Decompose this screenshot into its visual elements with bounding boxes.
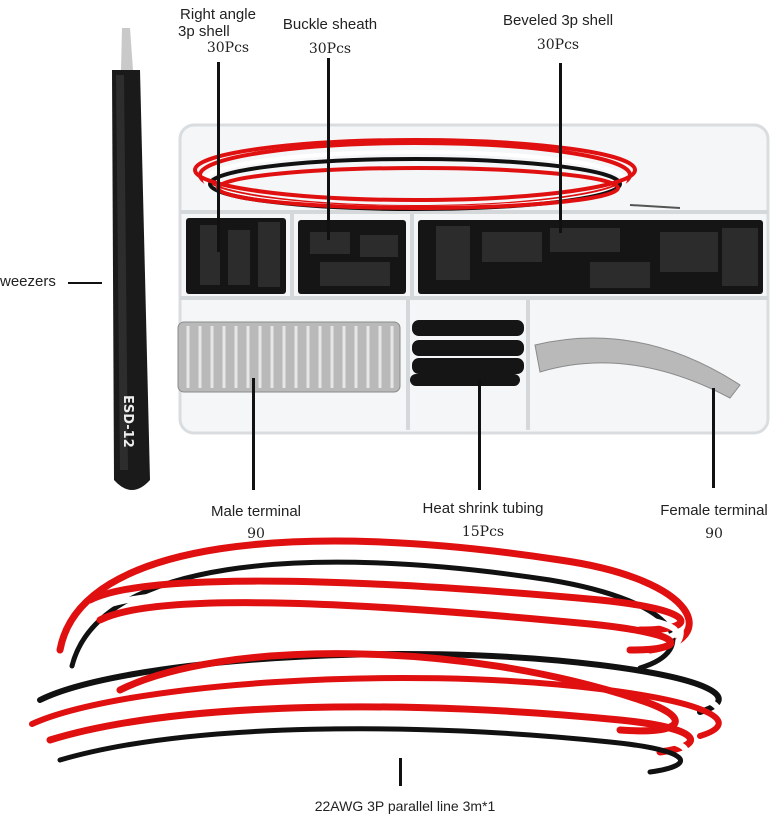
label-beveled: Beveled 3p shell 30Pcs	[488, 12, 628, 54]
buckle-title: Buckle sheath	[282, 16, 378, 33]
leader-heat-shrink	[478, 380, 481, 490]
right-angle-subtitle: 3p shell	[178, 23, 230, 40]
heat-shrink-count: 15Pcs	[461, 524, 505, 540]
storage-box-image	[177, 123, 770, 435]
leader-tweezers	[68, 282, 102, 284]
tweezers-label: weezers	[0, 273, 56, 290]
right-angle-title: Right angle	[180, 6, 256, 23]
label-right-angle: Right angle 3p shell 30Pcs	[168, 6, 268, 57]
label-male: Male terminal 90	[198, 503, 314, 543]
female-title: Female terminal	[660, 502, 768, 519]
leader-male	[252, 378, 255, 490]
tweezers-marking: ESD-12	[120, 395, 135, 448]
wire-bundle-image	[29, 537, 722, 775]
tweezers-image: ESD-12	[112, 28, 150, 490]
beveled-title: Beveled 3p shell	[502, 12, 614, 29]
female-count: 90	[705, 526, 723, 542]
leader-buckle	[327, 58, 330, 240]
beveled-count: 30Pcs	[536, 37, 580, 53]
male-title: Male terminal	[210, 503, 302, 520]
label-buckle: Buckle sheath 30Pcs	[270, 16, 390, 58]
male-count: 90	[247, 526, 265, 542]
leader-wire	[399, 758, 402, 786]
leader-beveled	[559, 63, 562, 233]
buckle-count: 30Pcs	[308, 41, 352, 57]
right-angle-count: 30Pcs	[206, 40, 250, 56]
label-heat-shrink: Heat shrink tubing 15Pcs	[408, 500, 558, 541]
leader-right-angle	[217, 62, 220, 252]
label-female: Female terminal 90	[648, 502, 780, 543]
wire-title: 22AWG 3P parallel line 3m*1	[314, 798, 496, 814]
leader-female	[712, 388, 715, 488]
heat-shrink-title: Heat shrink tubing	[422, 500, 544, 517]
label-tweezers: weezers	[0, 273, 56, 291]
label-wire: 22AWG 3P parallel line 3m*1	[300, 797, 510, 815]
